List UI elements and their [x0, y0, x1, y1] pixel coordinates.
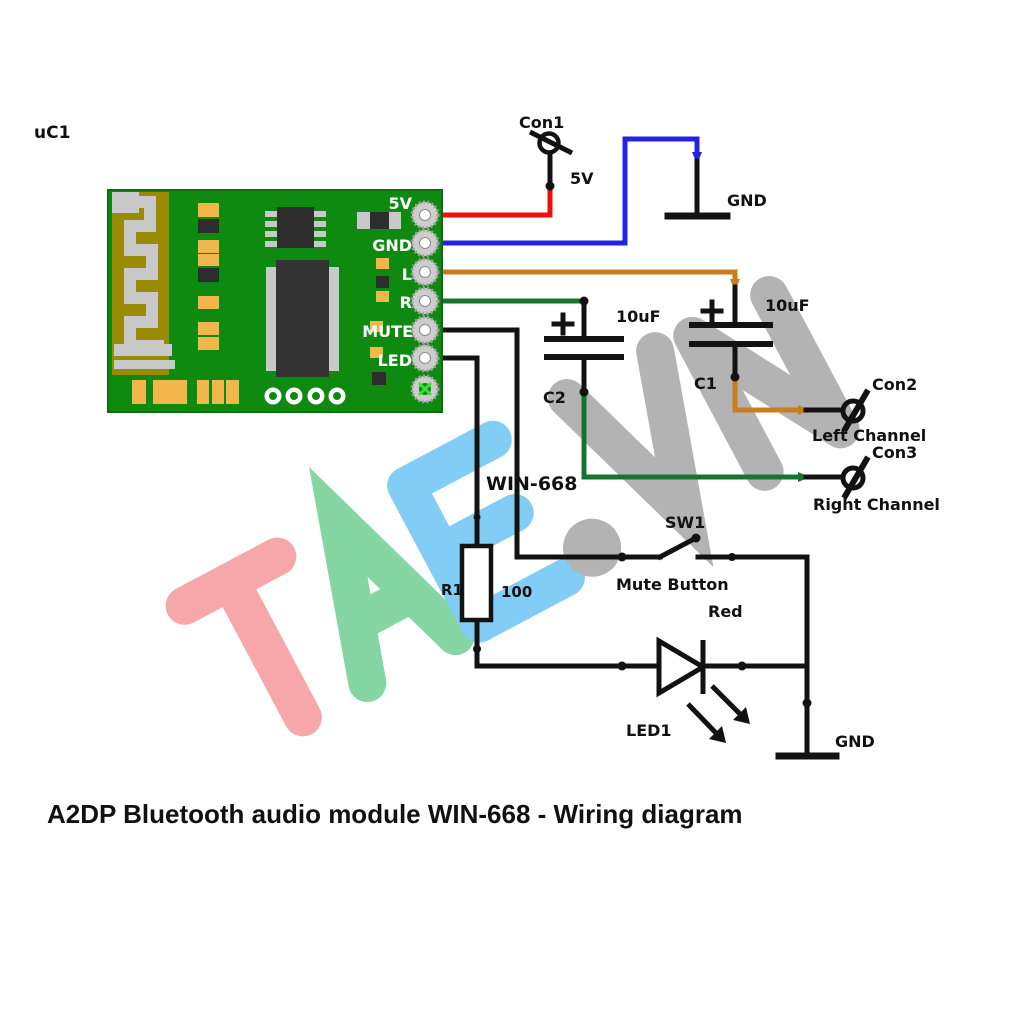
con1-label: Con1 — [519, 113, 564, 132]
wire-gnd — [429, 136, 700, 246]
module-pin-labels: 5V GND L R MUTE LED — [362, 194, 413, 370]
con1-symbol — [528, 129, 574, 156]
bluetooth-module: 5V GND L R MUTE LED — [107, 189, 443, 413]
schematic-labels: uC1 Con1 5V GND 10uF 10uF C2 C1 Con2 Lef… — [34, 113, 940, 751]
watermark-letter-n — [673, 276, 860, 491]
c2-label: C2 — [543, 388, 566, 407]
junction-dots — [473, 181, 812, 708]
gnd-bottom-label: GND — [835, 732, 875, 751]
led1-label: LED1 — [626, 721, 672, 740]
module-antenna-plates — [112, 192, 175, 369]
pin-label-gnd: GND — [372, 236, 412, 255]
circuit-lines — [437, 150, 846, 760]
watermark-tae-vn — [165, 276, 860, 737]
c1-label: C1 — [694, 374, 717, 393]
left-channel-label: Left Channel — [812, 426, 926, 445]
con3-label: Con3 — [872, 443, 917, 462]
module-yellow-pads — [132, 203, 389, 404]
r1-label: R1 — [441, 581, 463, 599]
pad-r — [410, 286, 440, 316]
pin-label-led: LED — [378, 351, 412, 370]
module-antenna-trace — [118, 196, 164, 352]
watermark-letter-a — [309, 466, 475, 703]
sw1-label: SW1 — [665, 513, 705, 532]
pin-label-l: L — [402, 265, 412, 284]
pad-mute — [410, 315, 440, 345]
connector-symbols — [528, 129, 871, 500]
module-ic-large — [266, 260, 339, 377]
pad-5v — [410, 200, 440, 230]
resistor-r1-body — [459, 543, 494, 623]
led-color-label: Red — [708, 602, 743, 621]
gnd-top-label: GND — [727, 191, 767, 210]
module-name-label: WIN-668 — [486, 473, 577, 495]
wire-right-channel — [429, 298, 802, 480]
right-channel-label: Right Channel — [813, 495, 940, 514]
diagram-title: A2DP Bluetooth audio module WIN-668 - Wi… — [47, 799, 743, 829]
supply-5v-label: 5V — [570, 169, 594, 188]
module-ic-small — [265, 207, 326, 248]
mute-button-label: Mute Button — [616, 575, 729, 594]
watermark-letter-t — [165, 537, 322, 737]
module-smd-part — [357, 212, 401, 229]
pad-l — [410, 257, 440, 287]
led1-symbol — [656, 636, 750, 743]
con2-label: Con2 — [872, 375, 917, 394]
led-emission-arrows — [686, 684, 750, 743]
watermark-letter-v — [547, 332, 714, 568]
module-designator-label: uC1 — [34, 123, 70, 143]
pin-label-mute: MUTE — [362, 322, 413, 341]
pin-label-5v: 5V — [388, 194, 412, 213]
con2-symbol — [840, 388, 871, 433]
wire-5v — [429, 188, 553, 218]
pad-led — [410, 343, 440, 373]
pad-gnd — [410, 228, 440, 258]
module-dark-pads — [198, 219, 389, 385]
r1-value-label: 100 — [501, 583, 532, 601]
pin-label-r: R — [400, 293, 412, 312]
con3-symbol — [840, 455, 871, 500]
module-pin-pads — [410, 200, 440, 404]
c2-value-label: 10uF — [616, 307, 661, 326]
c1-value-label: 10uF — [765, 296, 810, 315]
module-through-holes — [264, 387, 346, 405]
pad-nc-cross — [410, 374, 440, 404]
